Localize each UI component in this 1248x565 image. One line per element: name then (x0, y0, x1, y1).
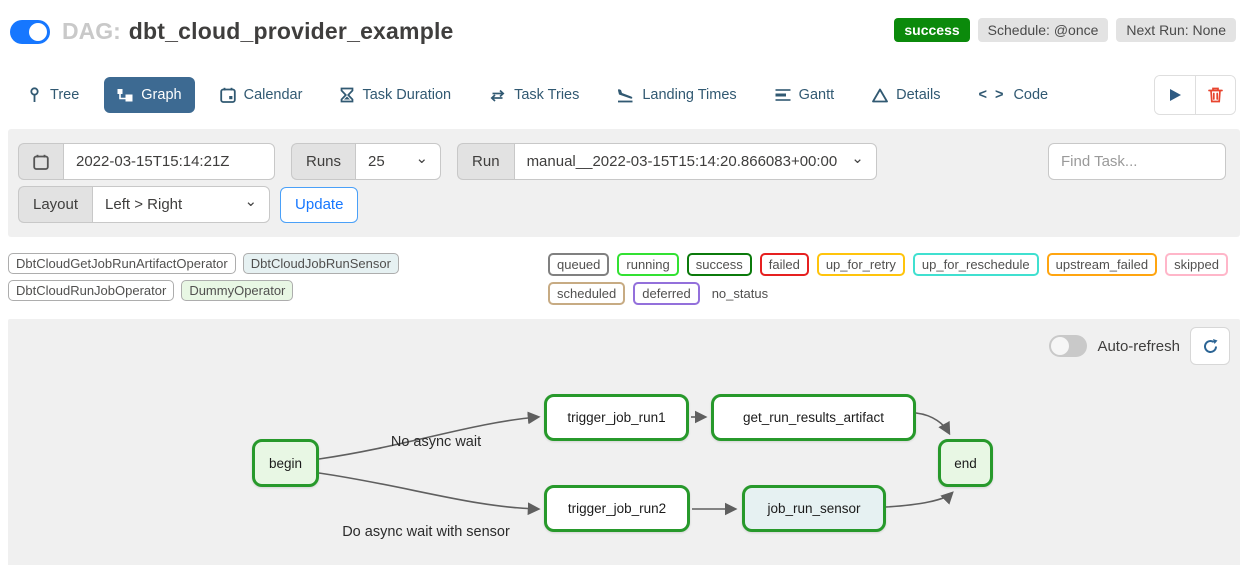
state-badge-failed[interactable]: failed (759, 253, 809, 276)
edge-label: Do async wait with sensor (342, 524, 510, 540)
layout-select[interactable]: Left > Right ⌄ (92, 186, 271, 223)
state-badge-skipped[interactable]: skipped (1165, 253, 1228, 276)
find-task-wrap (1048, 143, 1226, 180)
dag-prefix-label: DAG: (62, 18, 121, 44)
base-date-group (18, 143, 275, 180)
update-button[interactable]: Update (280, 186, 359, 223)
refresh-icon (1203, 338, 1217, 353)
state-badge-upstream_failed[interactable]: upstream_failed (1046, 253, 1158, 276)
dag-edges: No async wait Do async wait with sensor (318, 410, 954, 540)
dag-graph-panel: No async wait Do async wait with sensor A… (8, 319, 1240, 565)
state-badge-success[interactable]: success (686, 253, 752, 276)
view-tabbar: Tree Graph Calendar Task Duration Task T… (14, 75, 1236, 115)
calendar-addon-button[interactable] (18, 143, 63, 180)
tab-tree[interactable]: Tree (14, 77, 92, 113)
layout-group: Layout Left > Right ⌄ (18, 186, 271, 223)
chevron-down-icon: ⌄ (415, 149, 429, 167)
task-node-get_run_results_artifact[interactable]: get_run_results_artifact (711, 394, 916, 441)
state-legend: queued running success failed up_for_retry up… (548, 253, 1240, 305)
repeat-icon (490, 89, 505, 102)
runs-select[interactable]: 25 ⌄ (355, 143, 442, 180)
play-icon (1170, 89, 1181, 101)
dag-edge (318, 411, 541, 460)
find-task-input[interactable] (1048, 143, 1226, 180)
edge-label: No async wait (391, 434, 481, 450)
dag-actions (1154, 75, 1236, 115)
state-badge-up_for_retry[interactable]: up_for_retry (816, 253, 905, 276)
trigger-dag-button[interactable] (1155, 76, 1195, 114)
state-badge-up_for_reschedule[interactable]: up_for_reschedule (912, 253, 1039, 276)
task-node-begin[interactable]: begin (252, 439, 319, 487)
run-select[interactable]: manual__2022-03-15T15:14:20.866083+00:00… (513, 143, 877, 180)
trash-icon (1208, 87, 1223, 103)
gantt-icon (775, 89, 791, 101)
tab-landing-times[interactable]: Landing Times (604, 77, 749, 113)
calendar-icon (33, 154, 49, 170)
calendar-icon (219, 87, 236, 103)
operator-badge: DbtCloudGetJobRunArtifactOperator (8, 253, 236, 274)
auto-refresh-label: Auto-refresh (1097, 337, 1180, 355)
chevron-down-icon: ⌄ (244, 192, 258, 210)
chevron-down-icon: ⌄ (851, 149, 864, 167)
code-icon: < > (978, 87, 1006, 103)
base-date-input[interactable] (63, 143, 275, 180)
tab-graph[interactable]: Graph (104, 77, 195, 113)
dag-header: DAG: dbt_cloud_provider_example success … (0, 0, 1248, 45)
tab-task-duration[interactable]: Task Duration (327, 77, 464, 113)
task-node-trigger_job_run1[interactable]: trigger_job_run1 (544, 394, 689, 441)
dag-pause-toggle[interactable] (10, 19, 50, 44)
refresh-button[interactable] (1190, 327, 1230, 365)
dag-edge (885, 491, 954, 508)
state-badge-queued[interactable]: queued (548, 253, 610, 276)
tab-details[interactable]: Details (859, 77, 953, 113)
state-badge-scheduled[interactable]: scheduled (548, 282, 626, 305)
operator-badge: DbtCloudRunJobOperator (8, 280, 175, 301)
run-group: Run manual__2022-03-15T15:14:20.866083+0… (457, 143, 877, 180)
operator-badge: DbtCloudJobRunSensor (242, 253, 399, 274)
schedule-badge: Schedule: @once (977, 18, 1109, 42)
dag-edge (318, 472, 541, 516)
runs-group: Runs 25 ⌄ (291, 143, 442, 180)
details-icon (872, 88, 889, 102)
next-run-badge: Next Run: None (1116, 18, 1236, 42)
state-badge-running[interactable]: running (617, 253, 679, 276)
tab-code[interactable]: < > Code (978, 87, 1049, 103)
run-label: Run (457, 143, 514, 180)
auto-refresh-controls: Auto-refresh (1049, 327, 1230, 365)
filter-panel: Runs 25 ⌄ Run manual__2022-03-15T15:14:2… (8, 129, 1240, 237)
dag-edge (915, 412, 951, 436)
operator-badge: DummyOperator (181, 280, 294, 301)
runs-label: Runs (291, 143, 356, 180)
hourglass-icon (341, 87, 354, 103)
dag-title: dbt_cloud_provider_example (128, 18, 454, 44)
graph-icon (117, 89, 133, 102)
task-node-trigger_job_run2[interactable]: trigger_job_run2 (544, 485, 690, 532)
tab-gantt[interactable]: Gantt (762, 77, 847, 113)
layout-label: Layout (18, 186, 93, 223)
tree-icon (30, 87, 39, 102)
status-badge: success (894, 18, 970, 42)
toggle-knob (29, 22, 47, 41)
tab-task-tries[interactable]: Task Tries (476, 77, 592, 113)
tab-calendar[interactable]: Calendar (207, 77, 316, 113)
state-badge-deferred[interactable]: deferred (633, 282, 700, 305)
task-node-end[interactable]: end (938, 439, 993, 487)
state-label-no-status: no_status (711, 286, 769, 301)
plane-landing-icon (618, 89, 633, 103)
delete-dag-button[interactable] (1195, 76, 1235, 114)
task-node-job_run_sensor[interactable]: job_run_sensor (742, 485, 886, 532)
auto-refresh-toggle[interactable] (1049, 335, 1088, 357)
